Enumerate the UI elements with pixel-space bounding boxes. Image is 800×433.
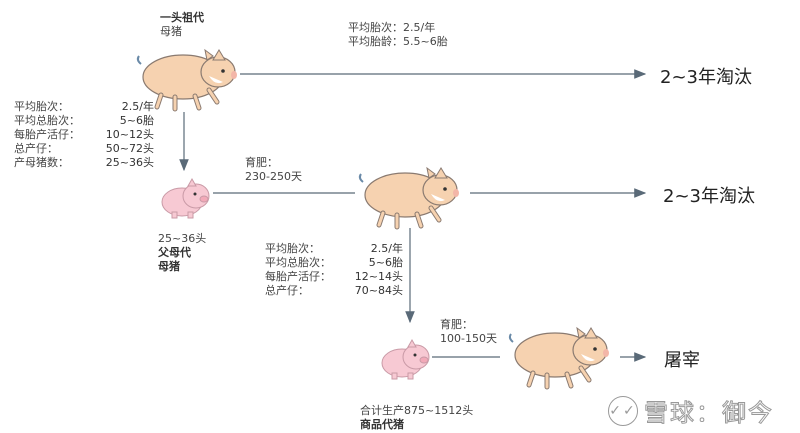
- commercial-piglet-icon: [381, 338, 430, 380]
- parent-piglet-icon: [161, 177, 210, 219]
- grandparent-label: 一头祖代 母猪: [160, 11, 204, 39]
- stat-value: 50~72头: [105, 142, 154, 155]
- stat-value: 12~14头: [354, 270, 403, 283]
- stat-row: 每胎产活仔： 12~14头: [265, 270, 403, 284]
- stat-row: 产母猪数： 25~36头: [14, 156, 154, 170]
- xueqiu-logo-icon: ✓✓: [608, 395, 638, 426]
- stat-label: 平均总胎次：: [265, 256, 331, 269]
- outcome-top-culling: 2~3年淘汰: [660, 67, 752, 88]
- stat-label: 平均胎次：: [14, 100, 69, 113]
- commercial-title: 商品代猪: [360, 418, 404, 431]
- outcome-slaughter: 屠宰: [664, 350, 700, 371]
- grandparent-stats: 平均胎次： 2.5/年 平均总胎次： 5~6胎 每胎产活仔： 10~12头 总产仔： 5…: [14, 100, 154, 170]
- stat-label: 每胎产活仔：: [14, 128, 80, 141]
- stat-value: 2.5/年: [121, 100, 154, 113]
- fattening-days: 230-250天: [245, 170, 302, 183]
- stat-label: 平均胎次：: [265, 242, 320, 255]
- parent-title-line2: 母猪: [158, 260, 180, 273]
- commercial-fattening-note: 育肥： 100-150天: [440, 318, 497, 346]
- watermark: ✓✓ 雪球：御今: [608, 393, 774, 428]
- stat-row: 平均总胎次： 5~6胎: [265, 256, 403, 270]
- grandparent-sow-pig-icon: [136, 48, 237, 112]
- stat-value: 2.5/年: [370, 242, 403, 255]
- stat-value: 10~12头: [105, 128, 154, 141]
- stat-row: 平均总胎次： 5~6胎: [14, 114, 154, 128]
- parent-label: 25~36头 父母代 母猪: [158, 232, 206, 274]
- culling-note-line2: 平均胎龄：5.5~6胎: [348, 35, 448, 48]
- stat-row: 平均胎次： 2.5/年: [265, 242, 403, 256]
- watermark-text: 雪球：御今: [644, 399, 774, 428]
- fattening-label: 育肥：: [245, 156, 278, 169]
- commercial-total: 合计生产875~1512头: [360, 404, 474, 417]
- stat-label: 总产仔：: [14, 142, 58, 155]
- stat-row: 平均胎次： 2.5/年: [14, 100, 154, 114]
- parent-title-line1: 父母代: [158, 246, 191, 259]
- grandparent-culling-note: 平均胎次：2.5/年 平均胎龄：5.5~6胎: [348, 21, 448, 49]
- culling-note-line1: 平均胎次：2.5/年: [348, 21, 436, 34]
- parent-fattening-note: 育肥： 230-250天: [245, 156, 302, 184]
- outcome-middle-culling: 2~3年淘汰: [663, 186, 755, 207]
- stat-row: 总产仔： 50~72头: [14, 142, 154, 156]
- stat-value: 5~6胎: [368, 256, 403, 269]
- stat-row: 总产仔： 70~84头: [265, 284, 403, 298]
- grandparent-title-line1: 一头祖代: [160, 11, 204, 24]
- parent-sow-pig-icon: [358, 166, 459, 230]
- fattening-label: 育肥：: [440, 318, 473, 331]
- stat-label: 总产仔：: [265, 284, 309, 297]
- grandparent-title-line2: 母猪: [160, 25, 182, 38]
- fattening-days: 100-150天: [440, 332, 497, 345]
- stat-value: 5~6胎: [119, 114, 154, 127]
- stat-label: 每胎产活仔：: [265, 270, 331, 283]
- commercial-label: 合计生产875~1512头 商品代猪: [360, 404, 473, 432]
- stat-row: 每胎产活仔： 10~12头: [14, 128, 154, 142]
- parent-count: 25~36头: [158, 232, 207, 245]
- commercial-pig-icon: [508, 326, 609, 390]
- parent-stats: 平均胎次： 2.5/年 平均总胎次： 5~6胎 每胎产活仔： 12~14头 总产仔： 7…: [265, 242, 403, 298]
- stat-label: 产母猪数：: [14, 156, 69, 169]
- stat-value: 25~36头: [105, 156, 154, 169]
- stat-value: 70~84头: [354, 284, 403, 297]
- stat-label: 平均总胎次：: [14, 114, 80, 127]
